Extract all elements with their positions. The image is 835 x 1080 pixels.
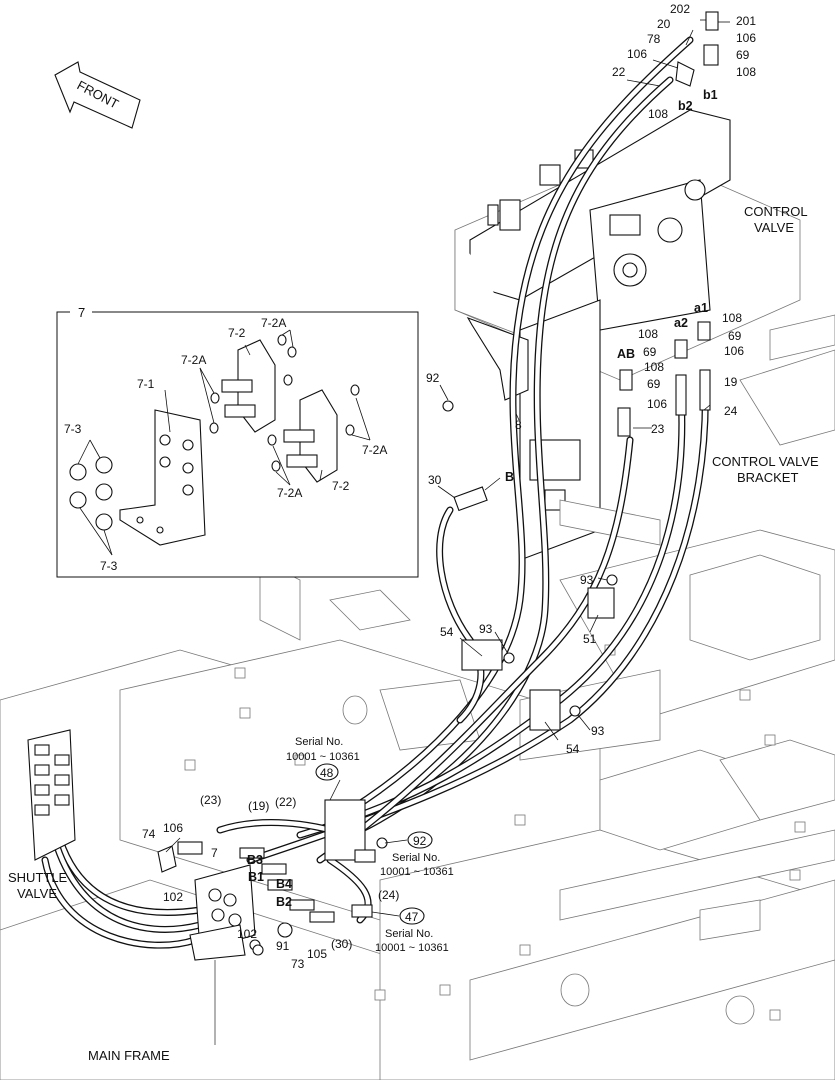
port-B1: B1 xyxy=(248,870,264,884)
callout-106c: 106 xyxy=(724,344,744,358)
callout-22: 22 xyxy=(612,65,626,79)
port-B4: B4 xyxy=(276,877,292,891)
clamps-and-bolts xyxy=(252,400,618,956)
port-B: B xyxy=(505,470,514,484)
circled-48: 48 xyxy=(320,766,334,780)
port-B2: B2 xyxy=(276,895,292,909)
callout-22p: (22) xyxy=(275,795,296,809)
callout-92: 92 xyxy=(426,371,440,385)
inset-7-2A-b: 7-2A xyxy=(181,353,206,367)
inset-labels: 7-2 7-2A 7-2A 7-1 7-3 7-3 7-2A 7-2A 7-2 xyxy=(64,316,387,573)
callout-23p: (23) xyxy=(200,793,221,807)
callout-202: 202 xyxy=(670,2,690,16)
port-AB: AB xyxy=(617,347,635,361)
callout-23: 23 xyxy=(651,422,665,436)
callout-108d: 108 xyxy=(638,327,658,341)
label-main-frame: MAIN FRAME xyxy=(88,1048,170,1063)
callout-201: 201 xyxy=(736,14,756,28)
callout-7: 7 xyxy=(211,846,218,860)
callout-numbers: 202 201 20 78 106 69 106 108 22 108 108 … xyxy=(142,2,756,971)
callout-102a: 102 xyxy=(163,890,183,904)
inset-box: 7 xyxy=(56,305,419,578)
hose-fittings xyxy=(157,11,719,923)
port-b1: b1 xyxy=(703,88,718,102)
serial-1a: Serial No. xyxy=(295,736,343,748)
port-a1: a1 xyxy=(694,301,708,315)
shuttle-valve-7 xyxy=(189,864,293,1045)
inset-7-2A-a: 7-2A xyxy=(261,316,286,330)
callout-30p: (30) xyxy=(331,937,352,951)
callout-93a: 93 xyxy=(580,573,594,587)
callout-108a: 108 xyxy=(736,65,756,79)
port-a2: a2 xyxy=(674,316,688,330)
shuttle-valve-left xyxy=(27,729,76,861)
callout-108e: 108 xyxy=(644,360,664,374)
callout-30: 30 xyxy=(428,473,442,487)
inset-7-3a: 7-3 xyxy=(64,422,82,436)
callout-54a: 54 xyxy=(440,625,454,639)
label-control-valve-bracket-2: BRACKET xyxy=(737,470,798,485)
serial-2b: 10001 ~ 10361 xyxy=(380,866,454,878)
callout-74: 74 xyxy=(142,827,156,841)
callout-69c: 69 xyxy=(643,345,657,359)
callout-24p: (24) xyxy=(378,888,399,902)
serial-3b: 10001 ~ 10361 xyxy=(375,942,449,954)
inset-7-2A-c: 7-2A xyxy=(362,443,387,457)
callout-73: 73 xyxy=(291,957,305,971)
serial-3a: Serial No. xyxy=(385,928,433,940)
label-shuttle-valve-2: VALVE xyxy=(17,886,57,901)
callout-69d: 69 xyxy=(647,377,661,391)
callout-8: 8 xyxy=(515,418,522,432)
inset-number: 7 xyxy=(78,305,85,320)
port-b2: b2 xyxy=(678,99,693,113)
front-arrow: FRONT xyxy=(54,61,141,129)
leader-lines xyxy=(165,19,730,917)
callout-108c: 108 xyxy=(722,311,742,325)
component-labels: CONTROL VALVE CONTROL VALVE BRACKET SHUT… xyxy=(8,204,819,1063)
port-B3: B3 xyxy=(247,853,263,867)
circled-47: 47 xyxy=(405,910,419,924)
serial-1b: 10001 ~ 10361 xyxy=(286,751,360,763)
circled-92: 92 xyxy=(413,834,427,848)
callout-106d: 106 xyxy=(647,397,667,411)
serial-2a: Serial No. xyxy=(392,852,440,864)
circled-callouts: 48 92 47 xyxy=(315,763,433,925)
callout-106e: 106 xyxy=(163,821,183,835)
callout-105: 105 xyxy=(307,947,327,961)
callout-106a: 106 xyxy=(736,31,756,45)
callout-24: 24 xyxy=(724,404,738,418)
label-control-valve-2: VALVE xyxy=(754,220,794,235)
callout-54b: 54 xyxy=(566,742,580,756)
callout-93c: 93 xyxy=(591,724,605,738)
callout-69b: 69 xyxy=(728,329,742,343)
port-labels: b2 b1 a1 a2 AB B B3 B1 B4 B2 xyxy=(247,88,718,909)
callout-106b: 106 xyxy=(627,47,647,61)
callout-102b: 102 xyxy=(237,927,257,941)
serial-notes: Serial No. 10001 ~ 10361 Serial No. 1000… xyxy=(286,736,454,954)
callout-108b: 108 xyxy=(648,107,668,121)
callout-19: 19 xyxy=(724,375,738,389)
callout-93b: 93 xyxy=(479,622,493,636)
label-shuttle-valve-1: SHUTTLE xyxy=(8,870,68,885)
label-control-valve-bracket-1: CONTROL VALVE xyxy=(712,454,819,469)
callout-78: 78 xyxy=(647,32,661,46)
callout-69a: 69 xyxy=(736,48,750,62)
callout-19p: (19) xyxy=(248,799,269,813)
inset-7-3b: 7-3 xyxy=(100,559,118,573)
inset-7-2A-d: 7-2A xyxy=(277,486,302,500)
callout-51: 51 xyxy=(583,632,597,646)
callout-91: 91 xyxy=(276,939,290,953)
inset-7-2b: 7-2 xyxy=(332,479,350,493)
callout-20: 20 xyxy=(657,17,671,31)
inset-7-1: 7-1 xyxy=(137,377,155,391)
inset-7-2a: 7-2 xyxy=(228,326,246,340)
label-control-valve-1: CONTROL xyxy=(744,204,808,219)
